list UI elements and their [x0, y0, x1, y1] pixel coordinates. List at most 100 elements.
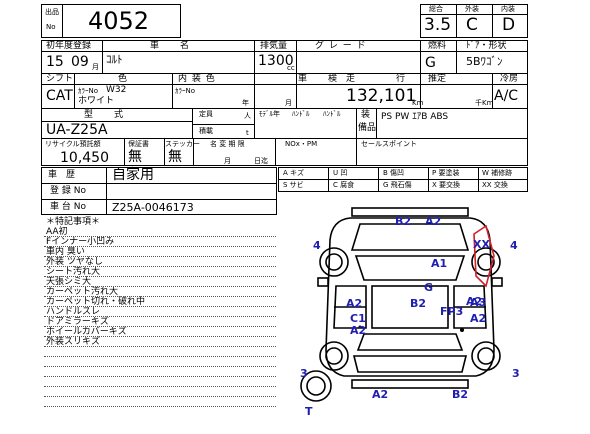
- sticker-label: ステッカー: [165, 140, 200, 148]
- note-line: Fインナー小凹み: [46, 237, 115, 247]
- mark-three-left: 3: [300, 367, 308, 380]
- exterior-label: 外装: [465, 5, 479, 13]
- lot-number: 4052: [88, 7, 150, 35]
- notes-title: ＊特記事項＊: [46, 217, 101, 227]
- note-line: 天張シミ大: [46, 277, 92, 287]
- estimate-label: 推定: [428, 74, 447, 84]
- note-line: シート汚れ大: [46, 267, 101, 277]
- mark-a2-l2: A2: [350, 324, 367, 337]
- mark-fp3: FP3: [440, 305, 464, 318]
- name-change-month: 月: [224, 157, 231, 165]
- displacement-label: 排気量: [260, 41, 288, 51]
- mark-four-right: 4: [510, 239, 518, 252]
- name-change-date: 日迄: [254, 157, 268, 165]
- grade-label: グ レ ー ド: [315, 41, 367, 51]
- mark-b2-top: B2: [395, 215, 412, 228]
- equip-label-2: 備品: [358, 123, 377, 133]
- reg-month-unit: 月: [92, 63, 99, 71]
- note-line: 車内 臭い: [46, 247, 85, 257]
- model-label: 車 名: [150, 41, 191, 51]
- legend-g: G 飛石傷: [383, 181, 412, 189]
- equipment-value: PS PW ｴｱB ABS: [381, 112, 449, 122]
- exterior-value: C: [466, 15, 478, 35]
- fuel-value: G: [425, 55, 436, 71]
- reg-year: 15: [46, 54, 64, 70]
- note-line: ホイールカバーキズ: [46, 327, 127, 337]
- ac-value: A/C: [494, 88, 519, 104]
- mark-four-left: 4: [313, 239, 321, 252]
- mark-b2-bottom: B2: [452, 388, 469, 401]
- km-unit: Km: [412, 99, 424, 107]
- car-diagram: [300, 207, 503, 402]
- mark-a2-bottom: A2: [372, 388, 389, 401]
- mark-xx: XX: [473, 238, 490, 251]
- mark-t: T: [305, 405, 313, 418]
- inspection-label: 車 検: [298, 74, 339, 84]
- mark-a3: A3: [470, 296, 487, 309]
- chassis-value: Z25A-0046173: [112, 201, 194, 214]
- interior-value: D: [502, 15, 516, 35]
- inspection-month-unit: 月: [285, 99, 292, 107]
- note-line: 外装 ツヤなし: [46, 257, 103, 267]
- legend-a: A キズ: [283, 169, 305, 177]
- name-change-label: 名 変 期 限: [210, 140, 245, 148]
- sticker-value: 無: [168, 149, 182, 165]
- note-line: ハンドルスレ: [46, 307, 101, 317]
- type-label: 型 式: [84, 110, 125, 120]
- history-value: 自家用: [112, 167, 154, 183]
- lot-box: [41, 4, 181, 38]
- mark-g: G: [424, 281, 434, 294]
- reg-month: 09: [71, 54, 89, 70]
- handle-label: ﾊﾝﾄﾞﾙ: [292, 110, 310, 118]
- legend-x: X 要交換: [432, 181, 461, 189]
- score-label: 総合: [429, 5, 443, 13]
- mileage-value: 132,101: [346, 86, 417, 106]
- reg-no-label: 登 録 No: [50, 186, 86, 196]
- mark-a2-left: A2: [346, 297, 363, 310]
- shift-value: CAT: [46, 88, 73, 104]
- handle-label-2: ﾊﾝﾄﾞﾙ: [323, 110, 341, 118]
- color-no-label: ｶﾗｰNo: [78, 87, 99, 95]
- legend-u: U 凹: [333, 169, 348, 177]
- score-value: 3.5: [424, 15, 452, 35]
- score-box: [420, 4, 528, 38]
- lot-label-top: 出品: [45, 8, 59, 16]
- note-line: カーペット汚れ大: [46, 287, 119, 297]
- mark-a2-top: A2: [425, 215, 442, 228]
- mileage-label: 走 行: [346, 74, 407, 84]
- model-year-label: ﾓﾃﾞﾙ年: [259, 110, 280, 118]
- note-line: AA初: [46, 227, 68, 237]
- mark-a2-r2: A2: [470, 312, 487, 325]
- thousand-km-unit: 千Km: [475, 99, 494, 107]
- sales-point-label: セールスポイント: [361, 140, 417, 148]
- displacement: 1300: [258, 53, 294, 69]
- history-box: [41, 167, 277, 215]
- history-label: 車 歴: [48, 170, 76, 180]
- color-no: W32: [106, 85, 127, 95]
- legend-s: S サビ: [283, 181, 304, 189]
- mark-three-right: 3: [512, 367, 520, 380]
- door-shape: 5Bﾜｺﾞﾝ: [466, 55, 503, 68]
- mark-b2-mid: B2: [410, 297, 427, 310]
- reg-label: 初年度登録: [46, 41, 92, 51]
- warranty-label: 保証書: [128, 140, 149, 148]
- fuel-label: 燃料: [428, 41, 447, 51]
- legend-w: W 補修跡: [482, 169, 513, 177]
- note-line: カーペット切れ・破れ中: [46, 297, 146, 307]
- model-name: ｺﾙﾄ: [106, 53, 123, 66]
- recycle-value: 10,450: [60, 150, 109, 166]
- capacity-unit: 人: [244, 112, 251, 120]
- chassis-label: 車 台 No: [50, 202, 86, 212]
- legend-c: C 腐食: [333, 181, 355, 189]
- info-grid: [41, 40, 528, 166]
- legend-b: B 傷凹: [383, 169, 405, 177]
- ac-label: 冷房: [500, 74, 519, 84]
- int-color-label: 内 装 色: [178, 74, 216, 84]
- warranty-value: 無: [128, 149, 142, 165]
- cc-unit: cc: [287, 64, 295, 72]
- load-label: 積載: [199, 127, 213, 135]
- mark-a2-mid: A2: [466, 295, 483, 308]
- load-unit: t: [246, 129, 249, 137]
- nox-label: NOx・PM: [285, 140, 318, 148]
- recycle-label: リサイクル預託額: [45, 140, 101, 148]
